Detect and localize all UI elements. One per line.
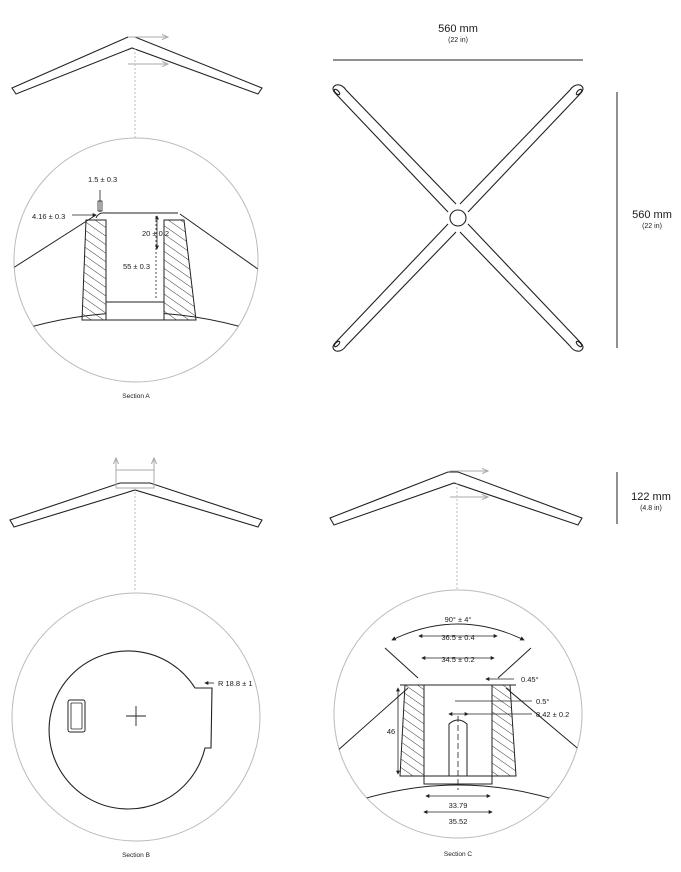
section-a-detail bbox=[13, 137, 259, 383]
top-width-mm: 560 mm bbox=[438, 23, 478, 35]
top-width-in: (22 in) bbox=[448, 37, 468, 44]
dim-c-34-5: 34.5 ± 0.2 bbox=[441, 655, 474, 664]
side-height-in: (4.8 in) bbox=[640, 505, 662, 512]
top-height-in: (22 in) bbox=[642, 223, 662, 230]
leg-se bbox=[459, 223, 584, 352]
side-view-a bbox=[11, 36, 263, 138]
dim-a-2: 4.16 ± 0.3 bbox=[32, 212, 65, 221]
base-silhouette-b bbox=[9, 482, 263, 528]
leg-sw bbox=[332, 223, 457, 352]
section-b-detail bbox=[11, 592, 261, 842]
top-height-mm: 560 mm bbox=[632, 209, 672, 221]
section-c-detail bbox=[333, 589, 583, 839]
side-view-b bbox=[9, 458, 263, 592]
dim-a-4: 55 ± 0.3 bbox=[123, 262, 150, 271]
dim-a-1: 1.5 ± 0.3 bbox=[88, 175, 117, 184]
dim-c-36-5: 36.5 ± 0.4 bbox=[441, 633, 474, 642]
top-view bbox=[332, 59, 618, 352]
detail-circle-b bbox=[11, 592, 261, 842]
dim-c-8-42: 8.42 ± 0.2 bbox=[536, 710, 569, 719]
leg-ne bbox=[459, 84, 584, 213]
detail-circle-a bbox=[13, 137, 259, 383]
dim-a-3: 20 ± 0.2 bbox=[142, 229, 169, 238]
caption-section-c: Section C bbox=[444, 851, 472, 858]
side-height-mm: 122 mm bbox=[631, 491, 671, 503]
detail-circle-c bbox=[333, 589, 583, 839]
x-base-legs bbox=[332, 84, 584, 352]
dim-c-33-79: 33.79 bbox=[449, 801, 468, 810]
dim-c-35-52: 35.52 bbox=[449, 817, 468, 826]
caption-section-a: Section A bbox=[122, 393, 150, 400]
circular-plate bbox=[48, 650, 213, 810]
dim-c-05: 0.5° bbox=[536, 697, 549, 706]
base-silhouette-a bbox=[11, 36, 263, 95]
leg-nw bbox=[332, 84, 457, 213]
dim-c-46: 46 bbox=[387, 727, 395, 736]
dim-c-angle: 90° ± 4° bbox=[445, 615, 472, 624]
caption-section-b: Section B bbox=[122, 852, 150, 859]
radius-label-b: R 18.8 ± 1 bbox=[218, 679, 253, 688]
dim-c-045: 0.45° bbox=[521, 675, 539, 684]
base-silhouette-c bbox=[329, 471, 583, 526]
labels: 1.5 ± 0.3 4.16 ± 0.3 20 ± 0.2 55 ± 0.3 S… bbox=[32, 23, 672, 859]
side-view-c bbox=[329, 471, 618, 590]
center-hole bbox=[449, 209, 467, 227]
